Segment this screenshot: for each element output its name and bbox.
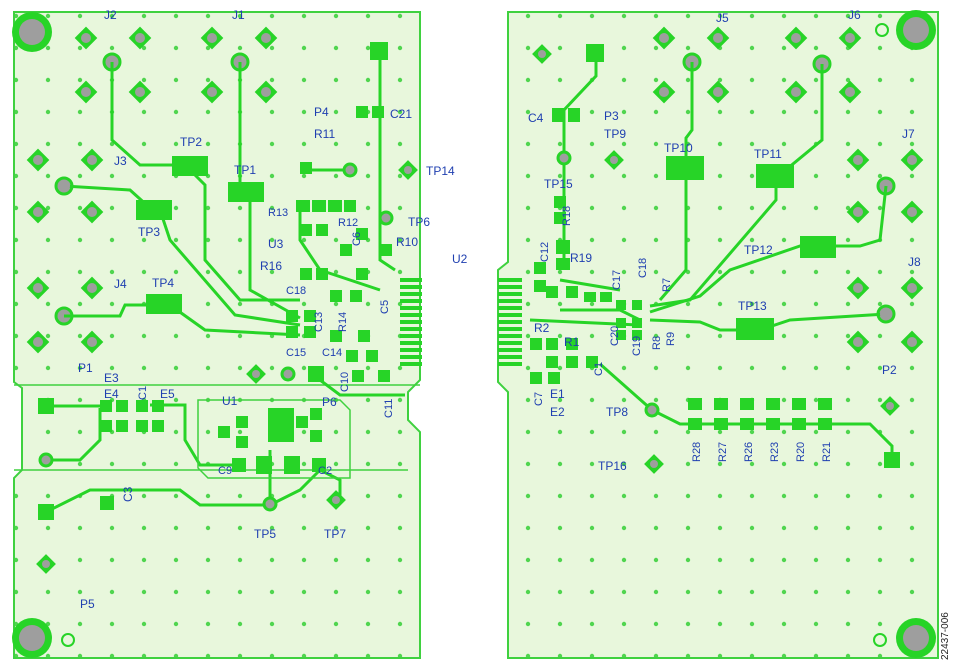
label-R8: R8 [651,336,663,350]
label-J6: J6 [848,8,861,22]
u2-pins-left [400,278,422,366]
label-R18: R18 [561,206,573,226]
label-P6: P6 [322,395,337,409]
label-J7: J7 [902,127,915,141]
label-TP2: TP2 [180,135,202,149]
label-E1: E1 [550,387,565,401]
label-J2: J2 [104,8,117,22]
label-C3: C3 [121,486,135,502]
label-R27: R27 [717,442,729,462]
u1-outline [197,399,351,479]
label-R7: R7 [661,278,673,292]
label-TP10: TP10 [664,141,693,155]
label-C9: C9 [218,465,232,477]
label-R19: R19 [570,251,592,265]
label-R26: R26 [743,442,755,462]
label-C18b: C18 [286,285,306,297]
label-C12: C12 [539,242,551,262]
label-U2: U2 [452,252,468,266]
label-C2: C2 [318,465,332,477]
label-C7: C7 [533,392,545,406]
label-C4: C4 [528,111,544,125]
label-R20: R20 [795,442,807,462]
label-TP14: TP14 [426,164,455,178]
u2-pins-right [498,278,522,366]
left-board [12,11,422,659]
label-C10: C10 [339,372,351,392]
label-C1: C1 [593,362,605,376]
label-TP1: TP1 [234,163,256,177]
label-P2: P2 [882,363,897,377]
label-TP7: TP7 [324,527,346,541]
label-C13: C13 [313,312,325,332]
label-R11: R11 [314,127,335,141]
label-R1: R1 [564,335,580,349]
label-P1: P1 [78,361,93,375]
label-TP4: TP4 [152,276,174,290]
label-C6: C6 [351,232,363,246]
label-J8: J8 [908,255,921,269]
label-J3: J3 [114,154,127,168]
test-point-pads-right [556,44,900,468]
label-P3: P3 [604,109,619,123]
label-R9: R9 [665,332,677,346]
label-U1: U1 [222,394,238,408]
label-R21: R21 [821,442,833,462]
label-C14: C14 [322,347,342,359]
label-E2: E2 [550,405,565,419]
label-C5: C5 [379,300,391,314]
label-P5: P5 [80,597,95,611]
figure-code: 22437-006 [940,612,951,660]
label-R10: R10 [396,235,418,249]
label-TP16: TP16 [598,459,627,473]
label-R13: R13 [268,207,288,219]
component-labels: J2 J1 J3 J4 TP2 TP1 TP3 TP4 P4 C21 R11 T… [78,8,921,611]
label-J4: J4 [114,277,127,291]
label-TP9: TP9 [604,127,626,141]
label-R12: R12 [338,217,358,229]
label-R14: R14 [337,312,349,332]
label-TP13: TP13 [738,299,767,313]
label-E5: E5 [160,387,175,401]
label-R16: R16 [260,259,282,273]
label-R28: R28 [691,442,703,462]
label-E4: E4 [104,387,119,401]
smd-parts-right [530,108,642,384]
label-C19: C19 [631,336,643,356]
label-TP12: TP12 [744,243,773,257]
label-TP6: TP6 [408,215,430,229]
label-TP5: TP5 [254,527,276,541]
label-R23: R23 [769,442,781,462]
label-R2: R2 [534,321,550,335]
label-U3: U3 [268,237,284,251]
label-J1: J1 [232,8,245,22]
label-C18: C18 [637,258,649,278]
smd-parts-left [100,106,392,510]
label-TP3: TP3 [138,225,160,239]
label-J5: J5 [716,11,729,25]
label-C21: C21 [390,107,412,121]
resistor-array [688,398,832,430]
label-TP11: TP11 [754,147,782,161]
label-P4: P4 [314,105,329,119]
label-E3: E3 [104,371,119,385]
label-C1a: C1 [137,386,149,400]
label-C17: C17 [611,270,623,290]
label-C20: C20 [609,326,621,346]
label-C15: C15 [286,347,306,359]
right-board [497,10,939,659]
label-TP8: TP8 [606,405,628,419]
test-point-pads-left [36,42,418,574]
label-TP15: TP15 [544,177,573,191]
label-C11: C11 [383,399,395,418]
